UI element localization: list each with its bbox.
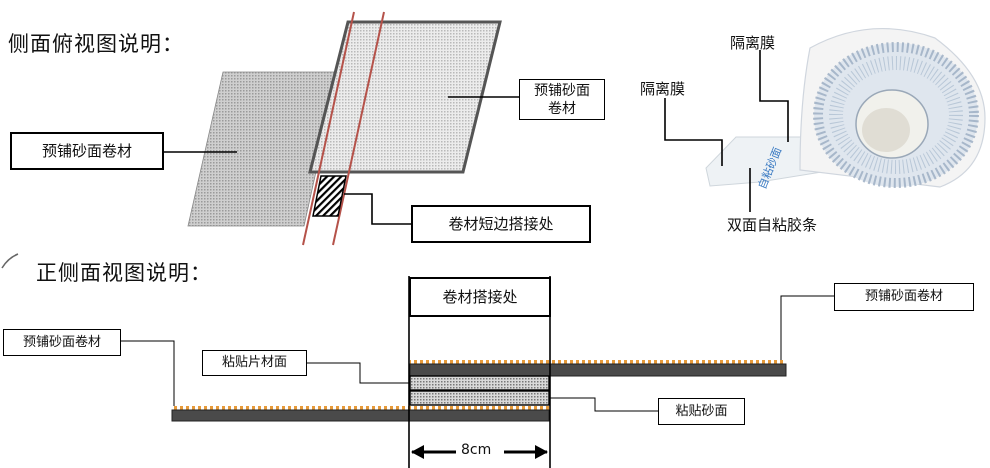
adhesive-sticker-layer bbox=[409, 375, 550, 391]
decor-arc bbox=[1, 253, 19, 269]
leader-film-left bbox=[664, 98, 723, 166]
leader-right-sheet-front bbox=[780, 295, 834, 360]
leader-sticker bbox=[307, 362, 410, 384]
front-label-left-sheet: 预铺砂面卷材 bbox=[3, 329, 121, 356]
leader-film-top bbox=[759, 50, 789, 142]
front-view-heading: 正侧面视图说明： bbox=[36, 261, 212, 285]
right-sheet-body bbox=[409, 363, 787, 377]
roll-core-inner bbox=[862, 108, 910, 152]
leader-overlap bbox=[344, 193, 411, 225]
right-sheet-sand-layer bbox=[410, 360, 786, 364]
front-label-sticker: 粘贴片材面 bbox=[202, 350, 307, 376]
roll-face-speckle bbox=[813, 42, 979, 188]
roll-face-speckle-2 bbox=[829, 56, 963, 174]
roll-label-film-top: 隔离膜 bbox=[730, 34, 776, 52]
top-label-left-sheet: 预铺砂面卷材 bbox=[10, 132, 164, 170]
leader-sand bbox=[549, 397, 658, 412]
overlap-hatch-area bbox=[312, 175, 347, 217]
overlap-edge-line-2 bbox=[332, 11, 385, 246]
left-sheet-sand-layer bbox=[172, 406, 549, 410]
top-label-overlap: 卷材短边搭接处 bbox=[411, 205, 591, 243]
top-label-right-sheet: 预铺砂面 卷材 bbox=[519, 79, 605, 120]
leader-left-sheet-front bbox=[121, 340, 175, 406]
roll-label-film-left: 隔离膜 bbox=[640, 80, 686, 98]
overlap-edge-line-1 bbox=[302, 11, 355, 246]
left-sheet-body bbox=[171, 409, 550, 422]
front-label-overlap: 卷材搭接处 bbox=[409, 277, 551, 317]
top-view-heading: 侧面俯视图说明： bbox=[8, 32, 184, 56]
dimension-arrowhead-left bbox=[411, 445, 424, 459]
front-label-sand: 粘贴砂面 bbox=[658, 398, 745, 425]
front-label-right-sheet: 预铺砂面卷材 bbox=[834, 283, 974, 311]
dimension-arrowhead-right bbox=[535, 445, 548, 459]
adhesive-sand-layer bbox=[409, 390, 550, 406]
sheet-left-membrane bbox=[187, 71, 339, 227]
roll-label-tape: 双面自粘胶条 bbox=[727, 216, 818, 234]
front-dimension-text: 8cm bbox=[461, 442, 492, 458]
